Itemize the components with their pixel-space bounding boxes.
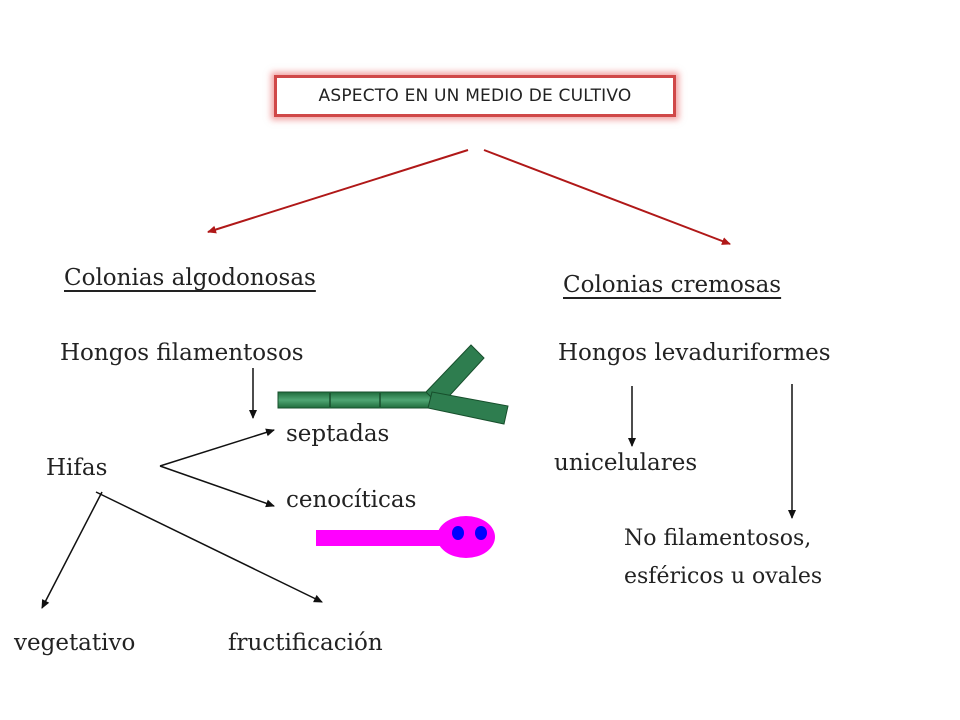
arrow-to-algodonosas xyxy=(207,149,469,234)
label-hongos-filamentosos: Hongos filamentosos xyxy=(60,340,304,366)
label-vegetativo: vegetativo xyxy=(14,630,136,656)
arrow-to-cremosas xyxy=(483,149,731,245)
label-hifas: Hifas xyxy=(46,455,108,481)
arrow-hifas-to-septadas xyxy=(159,428,275,467)
label-colonias-cremosas: Colonias cremosas xyxy=(563,272,782,298)
label-hongos-levaduriformes: Hongos levaduriformes xyxy=(558,340,831,366)
label-fructificacion: fructificación xyxy=(228,630,383,656)
arrow-hifas-to-vegetativo xyxy=(41,491,103,609)
label-esfericos-ovales: esféricos u ovales xyxy=(624,564,823,589)
label-colonias-algodonosas: Colonias algodonosas xyxy=(64,265,316,291)
label-unicelulares: unicelulares xyxy=(554,450,698,476)
nucleus xyxy=(452,526,464,540)
label-septadas: septadas xyxy=(286,421,390,447)
diagram-title: ASPECTO EN UN MEDIO DE CULTIVO xyxy=(318,86,632,106)
label-cenociticas: cenocíticas xyxy=(286,487,417,513)
nucleus xyxy=(475,526,487,540)
septate-hypha-illustration xyxy=(277,344,509,425)
cenocitic-hypha-illustration xyxy=(316,516,495,558)
arrow-hifas-to-fructificacion xyxy=(95,491,323,603)
label-no-filamentosos: No filamentosos, xyxy=(624,526,812,551)
arrow-hifas-to-cenociticas xyxy=(159,465,275,508)
title-box: ASPECTO EN UN MEDIO DE CULTIVO xyxy=(274,75,676,117)
